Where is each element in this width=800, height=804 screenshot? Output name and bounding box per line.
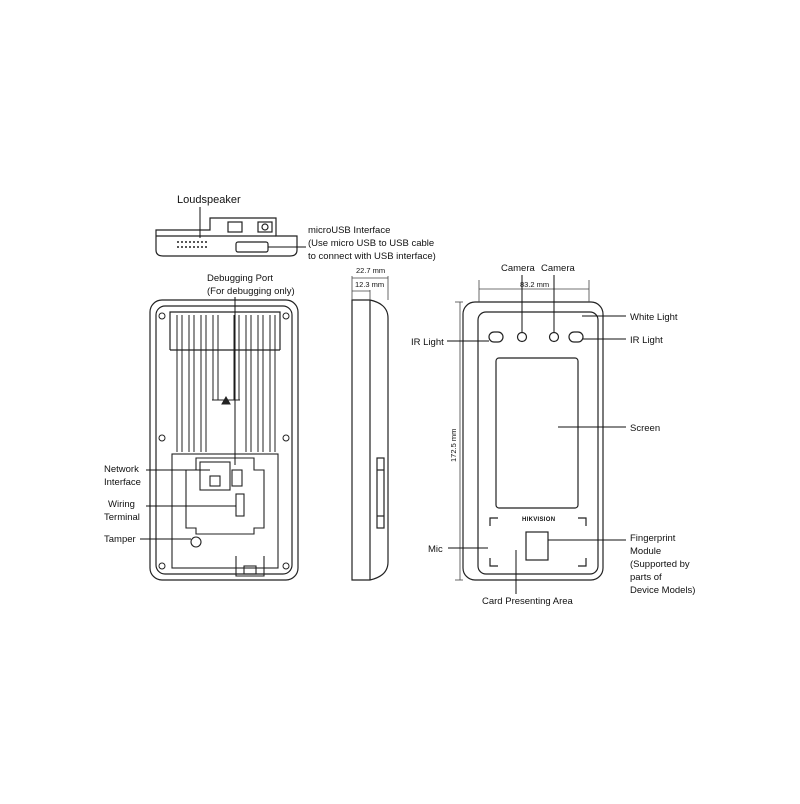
ir-light-left <box>488 331 504 343</box>
card-area-label: Card Presenting Area <box>482 596 574 607</box>
microusb-label-2: (Use micro USB to USB cable <box>308 238 434 249</box>
network-interface-label-2: Interface <box>104 477 141 488</box>
top-view-body <box>155 217 298 257</box>
microusb-label-1: microUSB Interface <box>308 225 390 236</box>
wiring-terminal-label-1: Wiring <box>108 499 135 510</box>
card-area-corner-br <box>578 558 587 567</box>
rear-outer-shell <box>149 299 299 581</box>
fingerprint-label-3: (Supported by <box>630 559 690 570</box>
side-view-body <box>351 299 389 581</box>
side-dimension-lines <box>351 276 389 300</box>
front-dimension-lines <box>455 280 590 581</box>
wiring-terminal-block <box>235 493 245 517</box>
camera-right <box>548 331 560 343</box>
rear-view <box>149 299 299 581</box>
rear-ribs <box>176 315 276 452</box>
front-view <box>462 301 604 581</box>
fingerprint-label-4: parts of <box>630 572 662 583</box>
network-interface-port <box>199 461 231 491</box>
card-area-corner-tl <box>489 517 498 526</box>
card-area-corner-bl <box>489 558 498 567</box>
debugging-port-label-2: (For debugging only) <box>207 286 295 297</box>
rear-top-cap <box>169 311 281 350</box>
camera-right-label: Camera <box>541 263 576 274</box>
front-outer-shell <box>462 301 604 581</box>
rear-cable-notch <box>243 565 257 575</box>
tamper-label: Tamper <box>104 534 136 545</box>
mic-label: Mic <box>428 544 443 555</box>
microusb-port-shape <box>235 241 269 253</box>
front-face-panel <box>477 311 599 575</box>
front-height-label: 172.5 mm <box>449 429 458 462</box>
debugging-port-label-1: Debugging Port <box>207 273 273 284</box>
top-view-camera-block <box>257 221 273 233</box>
ir-light-left-label: IR Light <box>411 337 444 348</box>
microusb-label-3: to connect with USB interface) <box>308 251 436 262</box>
depth-body-label: 12.3 mm <box>355 280 384 289</box>
front-screen <box>495 357 579 509</box>
top-view-port-block <box>227 221 243 233</box>
top-view-lens-circle <box>261 223 269 231</box>
mount-plate-frame <box>171 453 279 569</box>
loudspeaker-grille <box>177 241 207 248</box>
network-interface-label-1: Network <box>104 464 139 475</box>
rear-center-marks <box>212 395 240 405</box>
fingerprint-label-1: Fingerprint <box>630 533 676 544</box>
brand-logo: HIKVISION <box>522 517 555 523</box>
ir-light-right <box>568 331 584 343</box>
rear-mount-plate <box>171 453 279 577</box>
camera-left-label: Camera <box>501 263 536 274</box>
rear-inner-shell <box>155 305 293 575</box>
ir-light-right-label: IR Light <box>630 335 663 346</box>
card-area-corner-tr <box>578 517 587 526</box>
white-light-label: White Light <box>630 312 678 323</box>
fingerprint-label-2: Module <box>630 546 661 557</box>
front-width-label: 83.2 mm <box>520 280 549 289</box>
top-view <box>155 217 298 257</box>
fingerprint-label-5: Device Models) <box>630 585 695 596</box>
mount-plate-bracket <box>185 457 265 535</box>
tamper-button <box>190 536 202 548</box>
side-view-latch <box>376 457 385 529</box>
fingerprint-module <box>525 531 549 561</box>
depth-total-label: 22.7 mm <box>356 266 385 275</box>
network-interface-inner <box>209 475 221 487</box>
loudspeaker-label: Loudspeaker <box>177 194 241 206</box>
screen-label: Screen <box>630 423 660 434</box>
rear-cable-slot <box>235 556 265 577</box>
rear-screw-holes <box>158 312 290 570</box>
camera-left <box>516 331 528 343</box>
wiring-terminal-label-2: Terminal <box>104 512 140 523</box>
side-view <box>351 299 389 581</box>
connector-block <box>231 469 243 487</box>
